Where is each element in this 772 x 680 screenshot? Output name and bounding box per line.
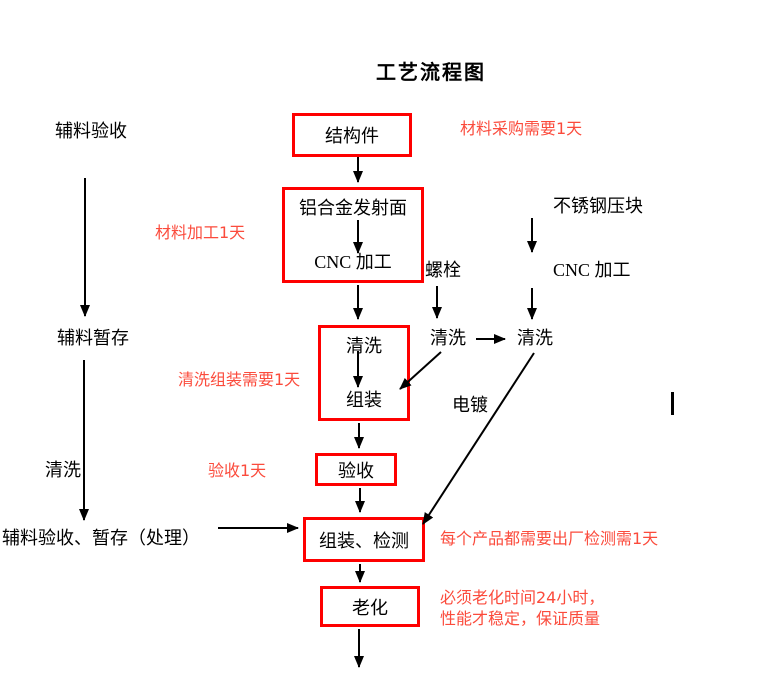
arrow-clean3-electroplate-to-test xyxy=(422,352,535,525)
label-auxiliary-acceptance-storage-handle: 辅料验收、暂存（处理） xyxy=(2,528,200,548)
node-assemble-label: 组装 xyxy=(346,390,382,410)
note-factory-test-1day: 每个产品都需要出厂检测需1天 xyxy=(440,529,659,548)
note-acceptance-1day: 验收1天 xyxy=(208,461,267,480)
label-stainless-steel-block: 不锈钢压块 xyxy=(553,196,643,216)
node-aging: 老化 xyxy=(320,586,420,627)
note-aging-line1: 必须老化时间24小时， xyxy=(440,588,605,607)
node-aging-label: 老化 xyxy=(352,597,388,618)
node-clean-assemble: 清洗 组装 xyxy=(318,325,410,421)
node-acceptance-label: 验收 xyxy=(338,460,374,481)
note-aging-line2: 性能才稳定，保证质量 xyxy=(440,608,601,628)
label-auxiliary-acceptance: 辅料验收 xyxy=(55,121,127,141)
node-acceptance: 验收 xyxy=(315,453,397,486)
node-assemble-test: 组装、检测 xyxy=(303,517,425,562)
label-electroplating: 电镀 xyxy=(452,395,488,415)
node-structural-part: 结构件 xyxy=(292,113,412,157)
page-title: 工艺流程图 xyxy=(376,62,486,84)
note-aging-requirement: 必须老化时间24小时， 性能才稳定，保证质量 xyxy=(440,588,604,630)
node-structural-part-label: 结构件 xyxy=(325,126,379,146)
label-clean-3: 清洗 xyxy=(517,328,553,348)
note-clean-assemble-1day: 清洗组装需要1天 xyxy=(178,370,301,389)
note-material-processing: 材料加工1天 xyxy=(155,223,246,242)
node-aluminum-label: 铝合金发射面 xyxy=(299,198,407,218)
node-clean-main-label: 清洗 xyxy=(346,336,382,356)
label-clean-2: 清洗 xyxy=(430,328,466,348)
node-aluminum-emitting-surface: 铝合金发射面 CNC 加工 xyxy=(282,187,424,283)
node-assemble-test-label: 组装、检测 xyxy=(319,530,409,551)
node-cnc-left-label: CNC 加工 xyxy=(314,252,392,272)
label-bolt: 螺栓 xyxy=(425,260,461,280)
label-auxiliary-storage: 辅料暂存 xyxy=(57,328,129,348)
text-cursor-mark xyxy=(671,392,674,415)
label-cnc-right: CNC 加工 xyxy=(553,260,631,280)
note-material-purchase: 材料采购需要1天 xyxy=(460,119,583,138)
label-clean-left: 清洗 xyxy=(45,460,81,480)
